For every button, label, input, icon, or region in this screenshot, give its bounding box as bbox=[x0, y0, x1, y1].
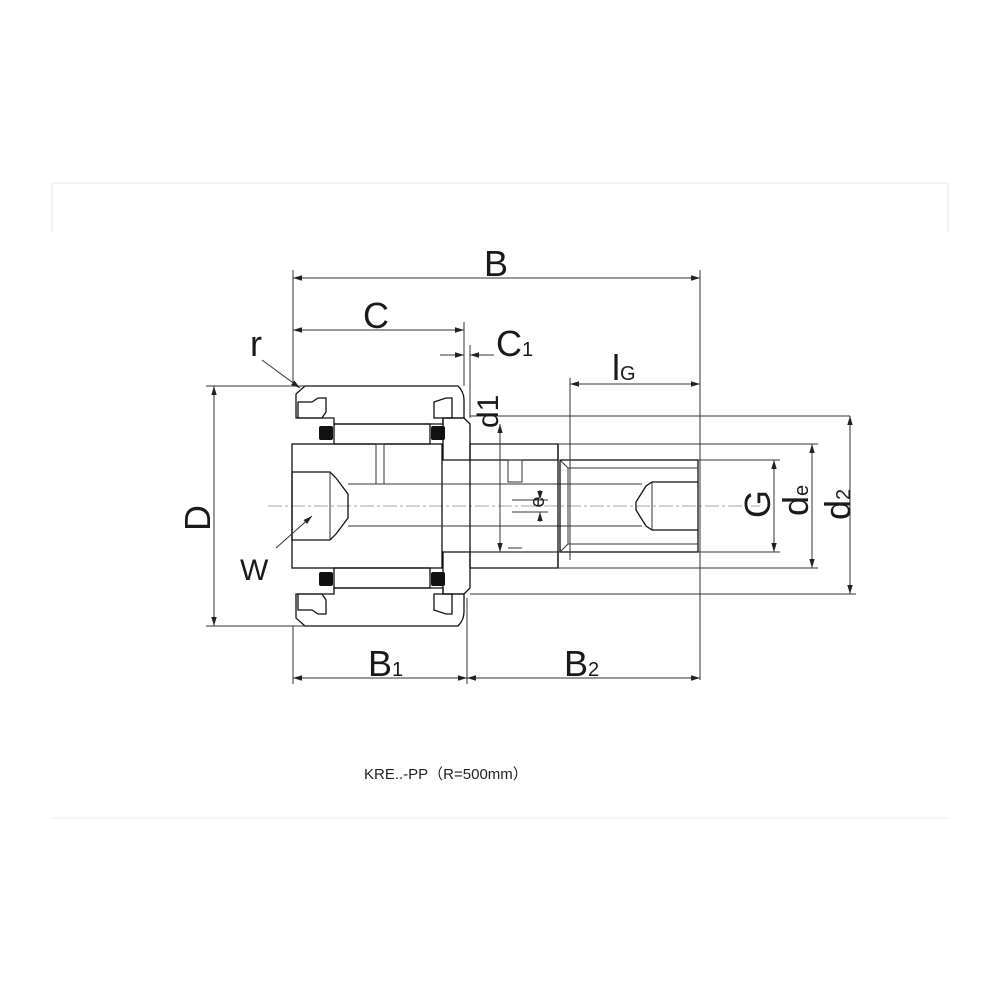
label-lG-main: l bbox=[612, 347, 620, 388]
label-C1: C1 bbox=[496, 323, 533, 364]
label-e: e bbox=[527, 496, 549, 507]
dimension-lines bbox=[206, 270, 856, 684]
label-B2: B2 bbox=[564, 643, 599, 684]
label-B1-main: B bbox=[368, 643, 392, 684]
stud-head bbox=[291, 443, 642, 569]
label-de-main: d bbox=[775, 496, 816, 516]
label-d2: d2 bbox=[817, 489, 858, 520]
label-D: D bbox=[177, 505, 218, 531]
label-W: W bbox=[240, 554, 269, 587]
label-r: r bbox=[250, 323, 262, 364]
seal-rings bbox=[297, 397, 453, 615]
label-B: B bbox=[484, 243, 508, 284]
label-de: de bbox=[775, 485, 816, 516]
label-C1-sub: 1 bbox=[522, 339, 533, 361]
thread-section bbox=[559, 459, 699, 553]
label-de-sub: e bbox=[791, 485, 813, 496]
label-B1-sub: 1 bbox=[392, 659, 403, 681]
label-B1: B1 bbox=[368, 643, 403, 684]
label-C1-main: C bbox=[496, 323, 522, 364]
drawing-frame bbox=[51, 182, 949, 819]
label-d1: d1 bbox=[472, 395, 505, 428]
label-lG: lG bbox=[612, 347, 636, 388]
caption: KRE..-PP（R=500mm） bbox=[364, 766, 528, 783]
label-C: C bbox=[363, 295, 389, 336]
label-G: G bbox=[737, 490, 778, 518]
label-B2-main: B bbox=[564, 643, 588, 684]
outer-ring bbox=[295, 385, 465, 627]
label-d2-sub: 2 bbox=[833, 489, 855, 500]
label-B2-sub: 2 bbox=[588, 659, 599, 681]
label-d2-main: d bbox=[817, 500, 858, 520]
label-lG-sub: G bbox=[620, 363, 636, 385]
stud-flange bbox=[442, 417, 471, 595]
